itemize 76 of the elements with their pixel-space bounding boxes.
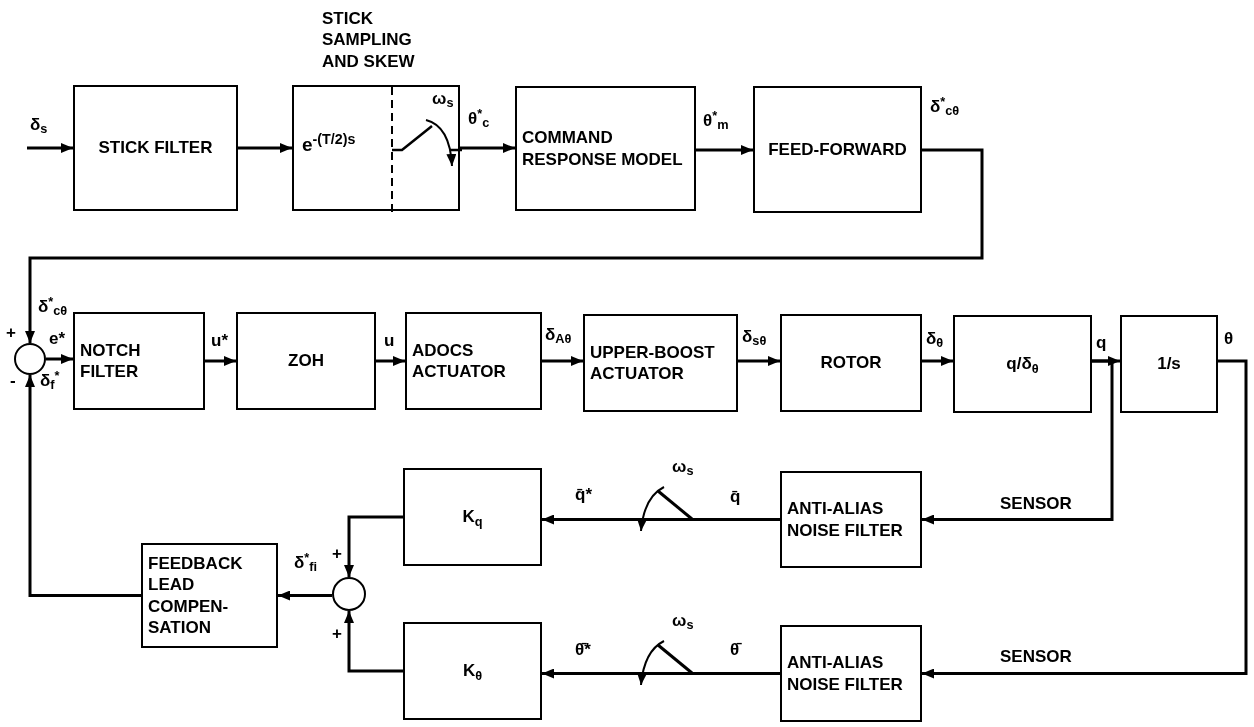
box-label: e$^{-(T/2)s}$ xyxy=(302,133,356,157)
sign-label: + xyxy=(332,625,342,642)
edge-label: SENSOR xyxy=(1000,648,1072,665)
sampling-rate-label: ω$_{s}$ xyxy=(672,458,694,475)
box-label: FEEDBACK LEAD COMPEN-SATION xyxy=(148,553,244,638)
box-label: UPPER-BOOST ACTUATOR xyxy=(590,341,716,385)
arrow xyxy=(922,359,1248,679)
block-heading: STICK SAMPLING AND SKEW xyxy=(322,8,416,72)
edge-label: SENSOR xyxy=(1000,495,1072,512)
process-box xyxy=(403,468,542,566)
process-box xyxy=(780,471,922,568)
sign-label: - xyxy=(10,372,16,389)
summing-junction xyxy=(332,577,366,611)
arrow xyxy=(738,356,780,366)
edge-label: δ$_{s}$ xyxy=(30,116,48,133)
arrow xyxy=(344,611,403,673)
process-box xyxy=(73,312,205,410)
signal-label: θ xyxy=(1224,330,1234,347)
process-box xyxy=(953,315,1092,413)
arrow xyxy=(25,148,984,343)
process-box xyxy=(515,86,696,211)
process-box xyxy=(780,314,922,412)
process-box xyxy=(236,312,376,410)
box-label: ANTI-ALIAS NOISE FILTER xyxy=(787,652,904,695)
process-box xyxy=(292,85,460,211)
edge-label: q xyxy=(1096,334,1107,351)
edge-label: q̄* xyxy=(575,486,592,503)
process-box xyxy=(405,312,542,410)
box-label: ANTI-ALIAS NOISE FILTER xyxy=(787,498,904,541)
box-label: ADOCS ACTUATOR xyxy=(412,339,507,383)
arrow xyxy=(376,356,405,366)
box-label: ROTOR xyxy=(820,352,882,374)
arrow xyxy=(25,375,141,597)
box-label: ZOH xyxy=(288,350,324,372)
signal-label: q̄ xyxy=(730,488,741,505)
process-box xyxy=(753,86,922,213)
edge-label: e* xyxy=(49,330,66,347)
box-label: FEED-FORWARD xyxy=(768,138,907,161)
arrow xyxy=(542,668,780,679)
arrow xyxy=(27,143,73,153)
edge-label: u* xyxy=(211,332,228,349)
arrow xyxy=(542,514,780,525)
edge-label: θ̄* xyxy=(575,641,591,658)
arrow xyxy=(696,145,753,155)
arrow xyxy=(238,143,292,153)
box-label: COMMAND RESPONSE MODEL xyxy=(522,127,684,170)
summing-junction xyxy=(14,343,46,375)
arrow xyxy=(46,354,73,364)
edge-label: δ$_{sθ}$ xyxy=(742,328,767,345)
box-label: STICK FILTER xyxy=(98,137,213,159)
box-label: 1/s xyxy=(1157,353,1181,375)
box-label: K$_{θ}$ xyxy=(462,660,483,682)
process-box xyxy=(583,314,738,412)
arrow xyxy=(278,590,332,601)
process-box xyxy=(780,625,922,722)
box-label: K$_{q}$ xyxy=(462,506,483,528)
arrow xyxy=(460,143,515,153)
edge-label: δ$_{Aθ}$ xyxy=(545,326,572,343)
sampling-rate-label: ω$_{s}$ xyxy=(672,612,694,629)
process-box xyxy=(1120,315,1218,413)
arrow xyxy=(344,515,403,577)
arrow xyxy=(205,356,236,366)
box-label: q/δ$_{θ}$ xyxy=(1006,353,1039,375)
signal-label: θ̄ xyxy=(730,641,740,658)
sign-label: + xyxy=(6,324,16,341)
arrow xyxy=(922,356,953,366)
edge-label: δ$_{θ}$ xyxy=(926,330,944,347)
process-box xyxy=(403,622,542,720)
arrow xyxy=(542,356,583,366)
edge-label: u xyxy=(384,332,395,349)
box-label: NOTCH FILTER xyxy=(80,339,142,383)
process-box xyxy=(73,85,238,211)
sign-label: + xyxy=(332,545,342,562)
sampling-rate-label: ω$_{s}$ xyxy=(432,90,454,107)
process-box xyxy=(141,543,278,648)
arrow xyxy=(922,359,1114,525)
